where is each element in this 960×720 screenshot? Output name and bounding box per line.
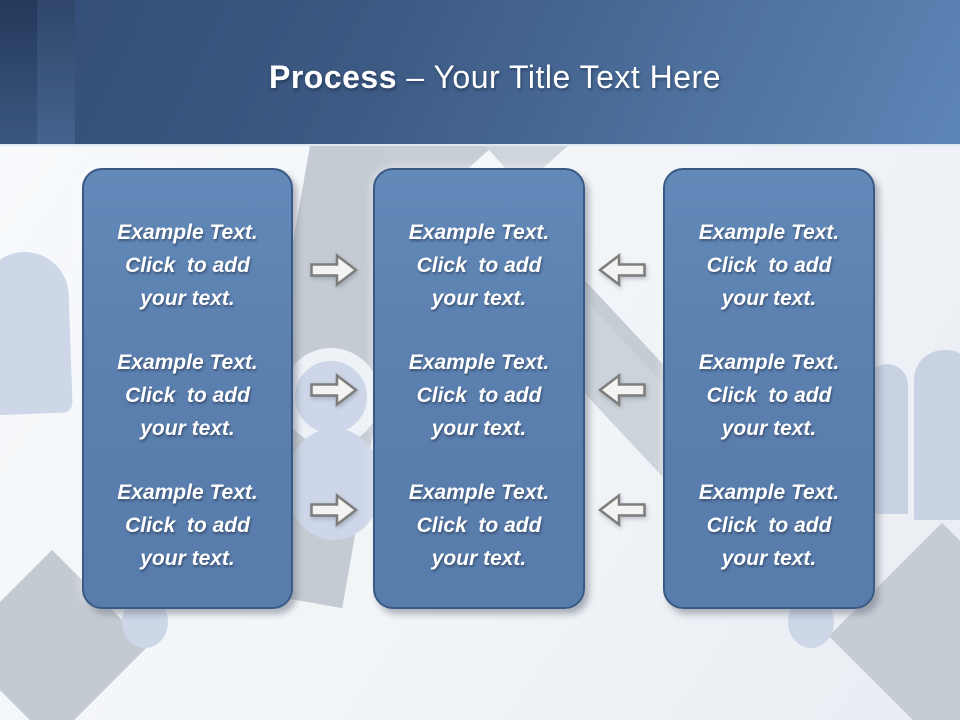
arrow-right-icon — [310, 373, 358, 407]
text-placeholder[interactable]: Example Text. Click to add your text. — [117, 221, 258, 310]
arrow-right-icon — [310, 493, 358, 527]
text-placeholder[interactable]: Example Text. Click to add your text. — [698, 481, 840, 570]
text-placeholder[interactable]: Example Text. Click to add your text. — [408, 481, 550, 570]
watermark-shape — [286, 428, 382, 540]
text-placeholder[interactable]: Example Text. Click to add your text. — [698, 221, 840, 310]
watermark-shape — [914, 350, 960, 520]
watermark-shape — [0, 250, 73, 416]
process-panel-1[interactable]: Example Text. Click to add your text. Ex… — [82, 168, 293, 609]
text-placeholder[interactable]: Example Text. Click to add your text. — [698, 351, 840, 440]
process-panel-3[interactable]: Example Text. Click to add your text. Ex… — [663, 168, 875, 609]
title-rest: – Your Title Text Here — [397, 58, 721, 95]
page-title[interactable]: Process – Your Title Text Here — [239, 49, 721, 96]
header-accent-band-medium — [37, 0, 75, 144]
text-placeholder[interactable]: Example Text. Click to add your text. — [408, 221, 550, 310]
arrow-left-icon — [598, 373, 646, 407]
text-placeholder[interactable]: Example Text. Click to add your text. — [117, 351, 258, 440]
slide-header: Process – Your Title Text Here — [0, 0, 960, 146]
arrow-left-icon — [598, 253, 646, 287]
arrow-right-icon — [310, 253, 358, 287]
process-panel-2[interactable]: Example Text. Click to add your text. Ex… — [373, 168, 585, 609]
header-accent-band-dark — [0, 0, 37, 144]
title-keyword: Process — [268, 58, 398, 95]
text-placeholder[interactable]: Example Text. Click to add your text. — [117, 481, 258, 570]
text-placeholder[interactable]: Example Text. Click to add your text. — [408, 351, 550, 440]
arrow-left-icon — [598, 493, 646, 527]
